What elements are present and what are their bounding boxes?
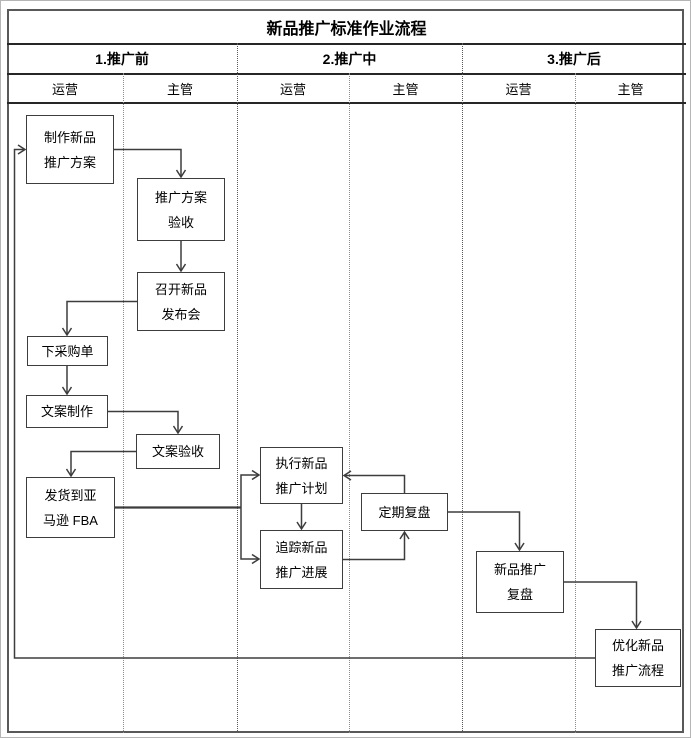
chart-title: 新品推广标准作业流程 — [266, 21, 427, 38]
node-label: 文案制作 — [40, 404, 93, 419]
node-track-progress: 追踪新品 推广进展 — [260, 530, 343, 589]
node-label: 优化新品 推广流程 — [611, 638, 664, 678]
chart-frame — [7, 9, 684, 733]
role-cell-5: 运营 — [505, 81, 532, 97]
node-make-plan: 制作新品 推广方案 — [26, 115, 114, 184]
lane-divider-sub-1 — [123, 73, 124, 733]
phase-cell-during: 2.推广中 — [322, 50, 377, 67]
phase-divider-1 — [237, 43, 238, 733]
role-cell-1: 运营 — [51, 81, 78, 97]
header-divider-role — [7, 102, 686, 104]
phase-cell-after: 3.推广后 — [547, 50, 601, 67]
node-regular-review: 定期复盘 — [361, 493, 448, 531]
node-plan-acceptance: 推广方案 验收 — [137, 178, 225, 241]
node-label: 新品推广 复盘 — [493, 562, 546, 602]
node-label: 制作新品 推广方案 — [43, 129, 96, 170]
lane-divider-sub-3 — [575, 73, 576, 733]
node-execute-plan: 执行新品 推广计划 — [260, 447, 343, 504]
node-ship-to-fba: 发货到亚 马逊 FBA — [26, 477, 115, 538]
node-purchase-order: 下采购单 — [27, 336, 108, 366]
role-cell-6: 主管 — [617, 81, 644, 97]
header-divider-phase — [7, 73, 686, 75]
node-label: 执行新品 推广计划 — [275, 455, 328, 496]
node-label: 推广方案 验收 — [154, 189, 207, 230]
node-copy-acceptance: 文案验收 — [136, 434, 220, 469]
node-label: 文案验收 — [151, 444, 204, 459]
node-copywriting: 文案制作 — [26, 395, 108, 428]
header-divider-title — [7, 43, 686, 45]
phase-cell-before: 1.推广前 — [95, 50, 149, 67]
node-label: 追踪新品 推广进展 — [275, 539, 328, 580]
node-label: 下采购单 — [41, 343, 94, 359]
role-cell-4: 主管 — [392, 81, 419, 97]
role-cell-2: 主管 — [166, 81, 193, 97]
node-launch-event: 召开新品 发布会 — [137, 272, 225, 331]
node-label: 定期复盘 — [378, 504, 431, 520]
node-label: 召开新品 发布会 — [154, 281, 207, 322]
role-cell-3: 运营 — [279, 81, 306, 97]
node-optimize-process: 优化新品 推广流程 — [595, 629, 681, 687]
lane-divider-sub-2 — [349, 73, 350, 733]
node-promotion-review: 新品推广 复盘 — [476, 551, 564, 613]
node-label: 发货到亚 马逊 FBA — [43, 487, 98, 528]
phase-divider-2 — [462, 43, 463, 733]
